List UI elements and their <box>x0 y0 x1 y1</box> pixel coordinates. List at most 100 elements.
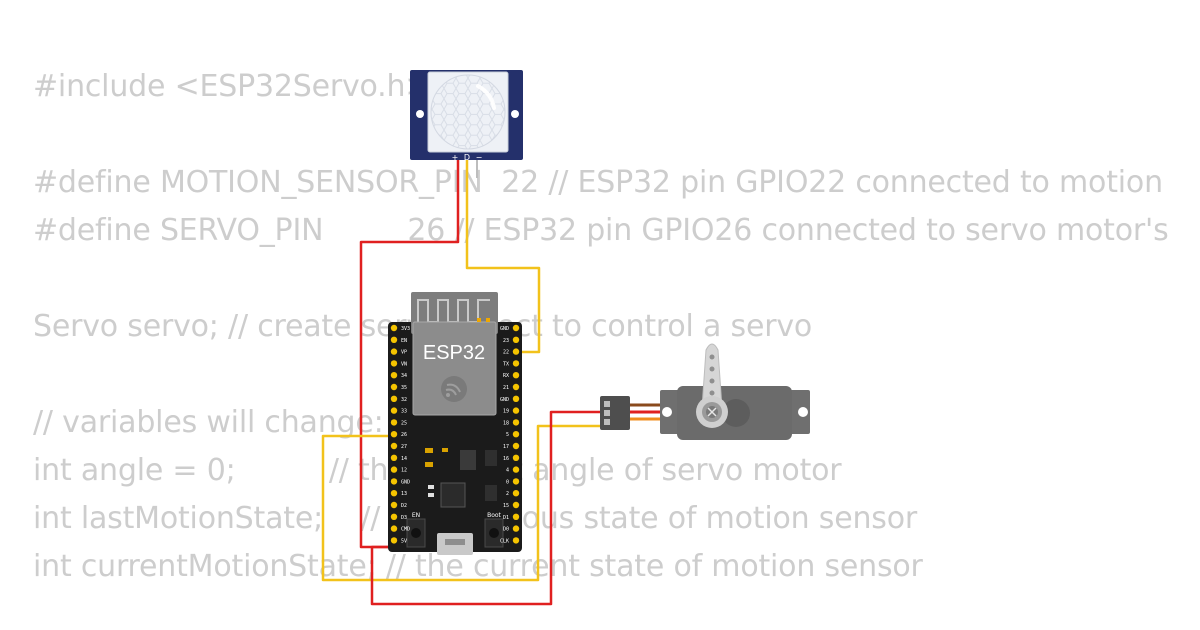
esp32-pin-label: 5 <box>506 432 509 438</box>
esp32-pin-label: 34 <box>401 373 407 379</box>
esp32-pin-left-25[interactable] <box>390 419 398 426</box>
esp32-pin-label: 3V3 <box>401 326 410 332</box>
esp32-pin-label: TX <box>503 361 509 367</box>
esp32-pin-label: 19 <box>503 409 509 415</box>
esp32-pin-label: 5V <box>401 538 407 544</box>
esp32-usb-chip <box>440 482 466 508</box>
esp32-pin-left-32[interactable] <box>390 395 398 402</box>
esp32-pin-left-35[interactable] <box>390 383 398 391</box>
esp32-pin-right-15[interactable] <box>512 501 520 509</box>
motion-sensor[interactable]: + D − <box>410 70 523 162</box>
esp32-pin-label: D0 <box>503 527 509 533</box>
code-line-current-motion: int currentMotionState; // the current s… <box>33 549 923 584</box>
code-line-include: #include <ESP32Servo.h> <box>33 69 431 104</box>
esp32-chip-regulator <box>460 450 476 470</box>
wires <box>321 160 602 606</box>
esp32-pin-left-12[interactable] <box>390 466 398 473</box>
boot-button-label: Boot <box>487 512 501 519</box>
esp32-pin-label: VN <box>401 361 407 367</box>
esp32-pin-label: 22 <box>503 350 509 356</box>
espressif-logo-icon <box>441 376 467 402</box>
esp32-pin-label: GND <box>401 479 410 485</box>
esp32-pin-label: 21 <box>503 385 509 391</box>
esp32-pin-right-19[interactable] <box>512 407 520 414</box>
esp32-pin-label: 27 <box>401 444 407 450</box>
esp32-pin-right-0[interactable] <box>512 478 520 485</box>
esp32-pin-right-22[interactable] <box>512 348 520 355</box>
esp32-pin-label: 0 <box>506 479 509 485</box>
esp32-pin-left-en[interactable] <box>390 336 398 343</box>
esp32-pin-label: 18 <box>503 420 509 426</box>
esp32-pin-right-5[interactable] <box>512 431 520 438</box>
esp32-pin-label: GND <box>500 326 509 332</box>
esp32-pin-right-23[interactable] <box>512 336 520 343</box>
esp32-pin-right-18[interactable] <box>512 419 520 426</box>
sensor-mount-hole-right <box>511 110 519 118</box>
esp32-pin-label: 17 <box>503 444 509 450</box>
esp32-pin-right-17[interactable] <box>512 442 520 450</box>
esp32-pin-left-gnd[interactable] <box>390 478 398 485</box>
esp32-pin-left-d2[interactable] <box>390 501 398 509</box>
esp32-pin-left-cmd[interactable] <box>390 525 398 532</box>
esp32-pin-left-34[interactable] <box>390 372 398 379</box>
esp32-pin-label: CMD <box>401 527 410 533</box>
sensor-pin-label-gnd: − <box>476 153 483 162</box>
esp32-pin-label: 4 <box>506 468 509 474</box>
esp32-pin-right-gnd[interactable] <box>512 324 520 332</box>
esp32-pin-label: 14 <box>401 456 407 462</box>
esp32-module-shield <box>412 321 497 416</box>
esp32-pin-right-2[interactable] <box>512 490 520 497</box>
esp32-pin-left-14[interactable] <box>390 454 398 461</box>
esp32-pin-right-rx[interactable] <box>512 372 520 379</box>
code-line-comment-variables: // variables will change: <box>33 405 384 440</box>
sensor-pin-label-data: D <box>464 153 470 162</box>
esp32-pin-label: 23 <box>503 338 509 344</box>
esp32-pin-right-d0[interactable] <box>512 525 520 532</box>
esp32-pin-label: 2 <box>506 491 509 497</box>
esp32-pin-right-clk[interactable] <box>512 537 520 544</box>
esp32-pin-right-d1[interactable] <box>512 513 520 520</box>
esp32-pin-label: D3 <box>401 515 407 521</box>
wire-servo-signal[interactable] <box>321 424 602 582</box>
esp32-pin-left-d3[interactable] <box>390 513 398 520</box>
esp32-pin-right-4[interactable] <box>512 466 520 473</box>
esp32-pin-label: 33 <box>401 409 407 415</box>
esp32-pin-left-27[interactable] <box>390 442 398 450</box>
esp32-pin-label: CLK <box>500 538 509 544</box>
esp32-pin-label: 26 <box>401 432 407 438</box>
esp32-pin-left-26[interactable] <box>390 431 398 438</box>
servo-horn[interactable] <box>696 343 728 428</box>
esp32-pin-label: VP <box>401 350 407 356</box>
code-line-servo-object: Servo servo; // create servo object to c… <box>33 309 813 344</box>
code-line-define-motion: #define MOTION_SENSOR_PIN 22 // ESP32 pi… <box>33 165 1163 200</box>
esp32-pin-left-13[interactable] <box>390 490 398 497</box>
esp32-pin-right-gnd[interactable] <box>512 395 520 402</box>
servo-motor[interactable] <box>600 343 810 440</box>
esp32-pin-left-vn[interactable] <box>390 360 398 367</box>
esp32-pin-left-5v[interactable] <box>390 537 398 544</box>
esp32-pin-left-vp[interactable] <box>390 348 398 355</box>
esp32-pin-right-tx[interactable] <box>512 360 520 367</box>
esp32-pin-label: 15 <box>503 503 509 509</box>
esp32-pin-label: 16 <box>503 456 509 462</box>
esp32-pin-label: 35 <box>401 385 407 391</box>
sensor-mount-hole-left <box>416 110 424 118</box>
sensor-pin-label-vcc: + <box>452 153 459 162</box>
esp32-pin-label: D2 <box>401 503 407 509</box>
wire-sensor-signal[interactable] <box>465 160 541 354</box>
esp32-pin-label: 12 <box>401 468 407 474</box>
esp32-pin-right-16[interactable] <box>512 454 520 461</box>
esp32-pin-right-21[interactable] <box>512 383 520 391</box>
esp32-label: ESP32 <box>423 342 485 364</box>
en-button-label: EN <box>412 512 420 519</box>
esp32-pin-label: GND <box>500 397 509 403</box>
horn-screw-icon <box>707 407 717 417</box>
wire-servo-vcc[interactable] <box>370 410 602 606</box>
esp32-pin-left-3v3[interactable] <box>390 324 398 332</box>
esp32-pin-label: RX <box>503 373 509 379</box>
esp32-pin-left-33[interactable] <box>390 407 398 414</box>
esp32-pin-label: 25 <box>401 420 407 426</box>
